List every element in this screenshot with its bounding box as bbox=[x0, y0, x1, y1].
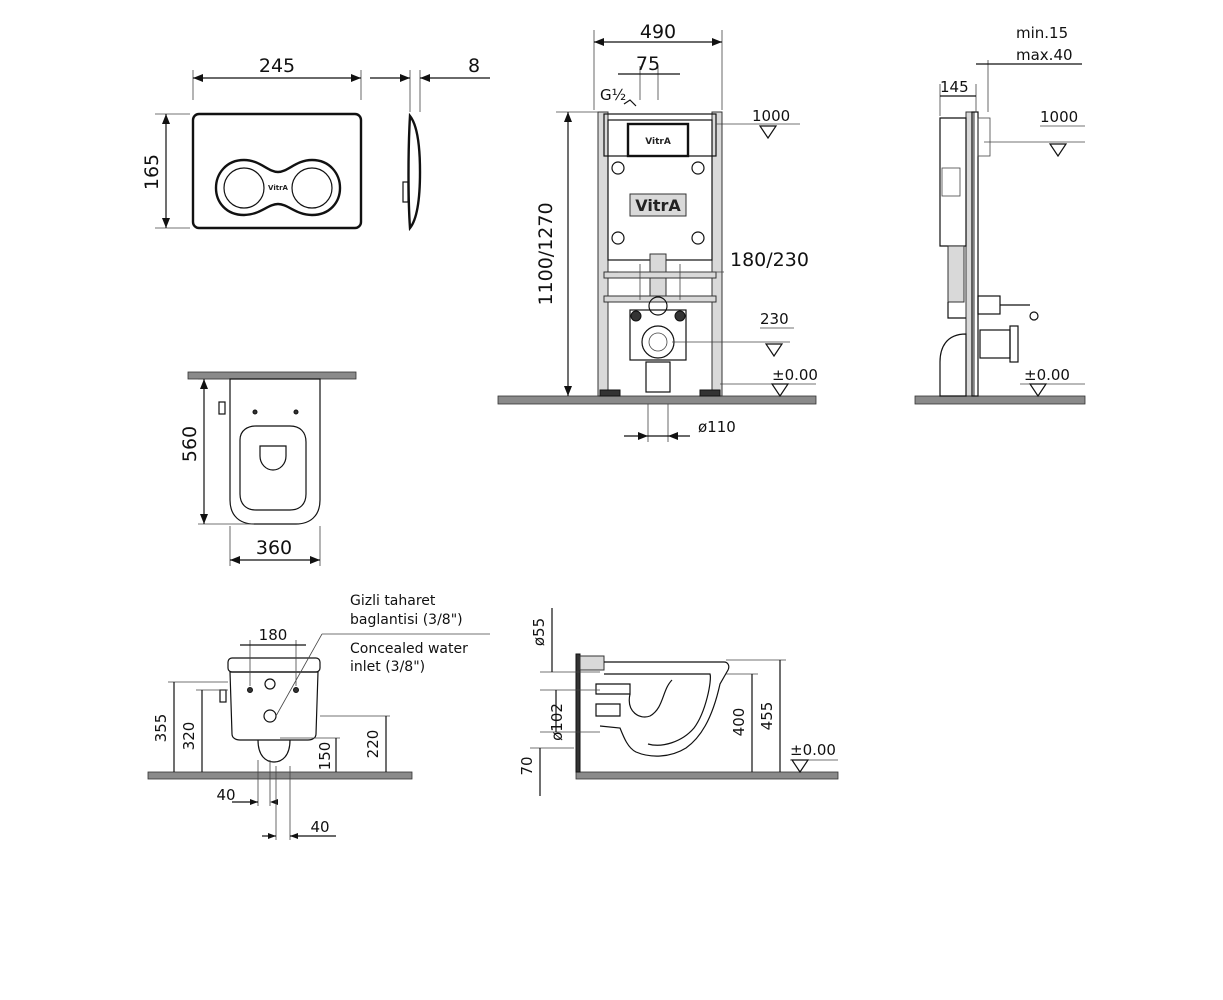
pipe-diameter-bottom-label: ø102 bbox=[548, 703, 566, 741]
flush-plate-side-view: 8 bbox=[370, 55, 490, 232]
offset-right-label: 40 bbox=[310, 818, 329, 836]
plate-height-label: 165 bbox=[141, 154, 163, 190]
flush-plate-front-view: VitrA 245 165 bbox=[141, 55, 363, 230]
note-tr-line2: baglantisi (3/8") bbox=[350, 612, 463, 628]
frame-front-view: VitrA VitrA 490 75 G½ bbox=[497, 21, 818, 442]
floor-slab bbox=[497, 395, 817, 405]
height-150-label: 150 bbox=[316, 742, 334, 771]
drain-diameter-label: ø110 bbox=[698, 418, 736, 436]
wall-gap-max-label: max.40 bbox=[1016, 46, 1073, 64]
offset-left-label: 40 bbox=[216, 786, 235, 804]
note-en-line2: inlet (3/8") bbox=[350, 659, 425, 675]
height-400-label: 400 bbox=[730, 708, 748, 737]
side-floor-level: ±0.00 bbox=[1024, 366, 1070, 384]
bowl-length-label: 560 bbox=[179, 426, 201, 462]
frame-depth-label: 145 bbox=[940, 78, 969, 96]
bowl-side-section: ø55 ø102 70 400 455 ±0.00 bbox=[518, 608, 839, 796]
bolt-spacing-label: 180 bbox=[259, 626, 288, 644]
bowl-front-view: Gizli taharet baglantisi (3/8") Conceale… bbox=[147, 593, 490, 840]
frame-side-view: 145 min.15 max.40 1000 ±0.00 bbox=[914, 24, 1086, 405]
height-320-label: 320 bbox=[180, 722, 198, 751]
drain-height-label: 230 bbox=[760, 310, 789, 328]
bowl-width-label: 360 bbox=[256, 537, 292, 559]
pipe-diameter-top-label: ø55 bbox=[530, 618, 548, 646]
height-220-label: 220 bbox=[364, 730, 382, 759]
frame-floor-level: ±0.00 bbox=[772, 366, 818, 384]
height-455-label: 455 bbox=[758, 702, 776, 731]
frame-logo: VitrA bbox=[635, 196, 681, 215]
wall-gap-min-label: min.15 bbox=[1016, 24, 1068, 42]
plate-width-label: 245 bbox=[259, 55, 295, 77]
frame-width-label: 490 bbox=[640, 21, 676, 43]
note-en-line1: Concealed water bbox=[350, 641, 468, 657]
connection-spacing-label: 180/230 bbox=[730, 249, 809, 271]
floor-offset-label: 70 bbox=[518, 756, 536, 775]
cistern-logo: VitrA bbox=[645, 137, 671, 147]
bowl-floor-level: ±0.00 bbox=[790, 741, 836, 759]
side-level-1000: 1000 bbox=[1040, 108, 1078, 126]
frame-height-label: 1100/1270 bbox=[535, 202, 557, 305]
bowl-top-view: 560 360 bbox=[179, 371, 357, 566]
plate-logo: VitrA bbox=[268, 184, 288, 192]
inlet-offset-label: 75 bbox=[636, 53, 660, 75]
frame-level-1000: 1000 bbox=[752, 107, 790, 125]
height-355-label: 355 bbox=[152, 714, 170, 743]
inlet-thread-label: G½ bbox=[600, 86, 626, 104]
plate-depth-label: 8 bbox=[468, 55, 480, 77]
note-tr-line1: Gizli taharet bbox=[350, 593, 436, 609]
flush-buttons bbox=[214, 158, 342, 217]
